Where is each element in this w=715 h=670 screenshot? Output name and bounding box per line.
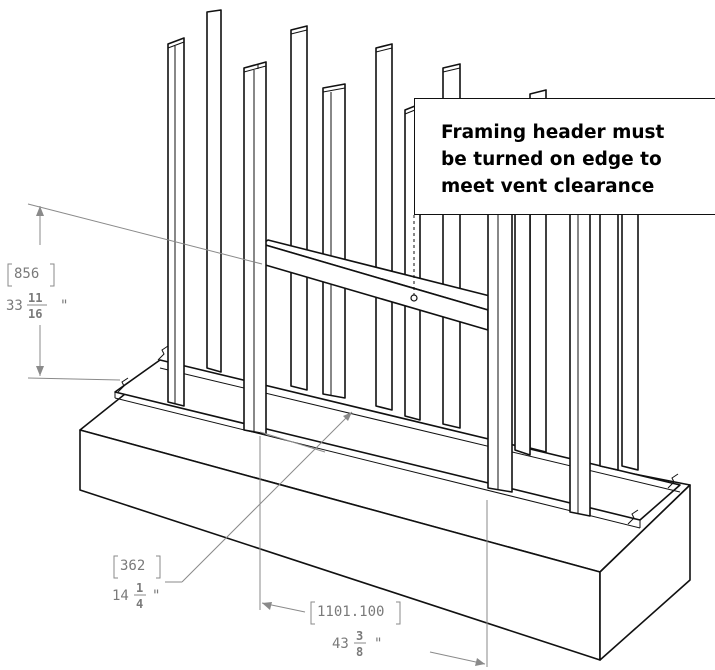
height-fraction-numerator: 11 [28,291,42,305]
width-metric-label: 1101.100 [317,604,384,620]
callout-text: Framing header must be turned on edge to… [441,119,711,200]
height-whole-label: 33 [6,298,23,314]
depth-whole-label: 14 [112,588,129,604]
callout-box: Framing header must be turned on edge to… [414,98,715,215]
middle-studs [322,83,619,471]
callout-line-1: Framing header must [441,122,665,143]
depth-unit-label: " [152,588,160,604]
height-dimension: 856 33 11 16 " [6,203,263,381]
height-metric-label: 856 [14,266,39,282]
width-dimension: 1101.100 43 3 8 " [259,436,488,667]
callout-leader [410,215,418,302]
depth-fraction-numerator: 1 [136,581,143,595]
callout-line-2: be turned on edge to [441,149,662,170]
depth-metric-label: 362 [120,558,145,574]
width-whole-label: 43 [332,636,349,652]
width-fraction-denominator: 8 [356,645,363,659]
concrete-base [79,377,691,661]
front-left-studs [167,37,267,435]
depth-fraction-denominator: 4 [136,597,143,611]
front-right-studs [487,153,591,517]
callout-line-3: meet vent clearance [441,176,655,197]
width-unit-label: " [374,636,382,652]
width-fraction-numerator: 3 [356,629,363,643]
depth-dimension: 362 14 1 4 " [112,411,353,611]
height-unit-label: " [60,298,68,314]
height-fraction-denominator: 16 [28,307,42,321]
